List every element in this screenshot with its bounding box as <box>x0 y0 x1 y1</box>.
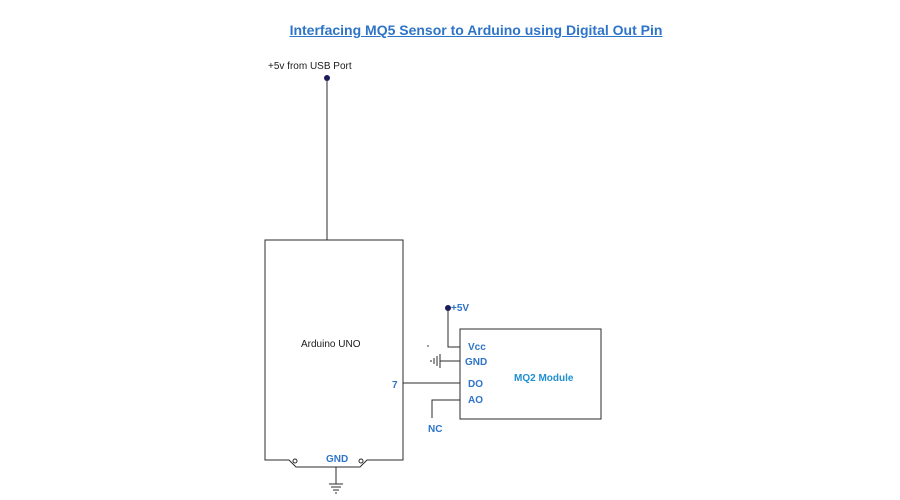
usb-supply-label: +5v from USB Port <box>268 61 352 72</box>
module-pin-ao: AO <box>468 395 483 406</box>
arduino-gnd-label: GND <box>326 454 348 465</box>
arduino-ground-icon <box>329 483 343 494</box>
nc-label: NC <box>428 424 442 435</box>
module-pin-gnd: GND <box>465 357 487 368</box>
stray-dot <box>427 345 429 347</box>
arduino-mount-hole-left <box>292 458 298 464</box>
vcc-supply-wire <box>447 308 460 348</box>
arduino-board <box>264 239 404 468</box>
arduino-pin-7-label: 7 <box>392 380 398 391</box>
diagram-title: Interfacing MQ5 Sensor to Arduino using … <box>289 22 663 38</box>
module-ground-icon <box>430 354 441 368</box>
module-pin-vcc: Vcc <box>468 342 486 353</box>
mq-module-label: MQ2 Module <box>514 373 574 384</box>
module-pin-do: DO <box>468 379 483 390</box>
mq-module-box <box>459 328 602 420</box>
arduino-label: Arduino UNO <box>301 339 361 350</box>
arduino-mount-hole-right <box>358 458 364 464</box>
module-supply-label: +5V <box>451 303 469 314</box>
ao-wire <box>431 399 460 418</box>
